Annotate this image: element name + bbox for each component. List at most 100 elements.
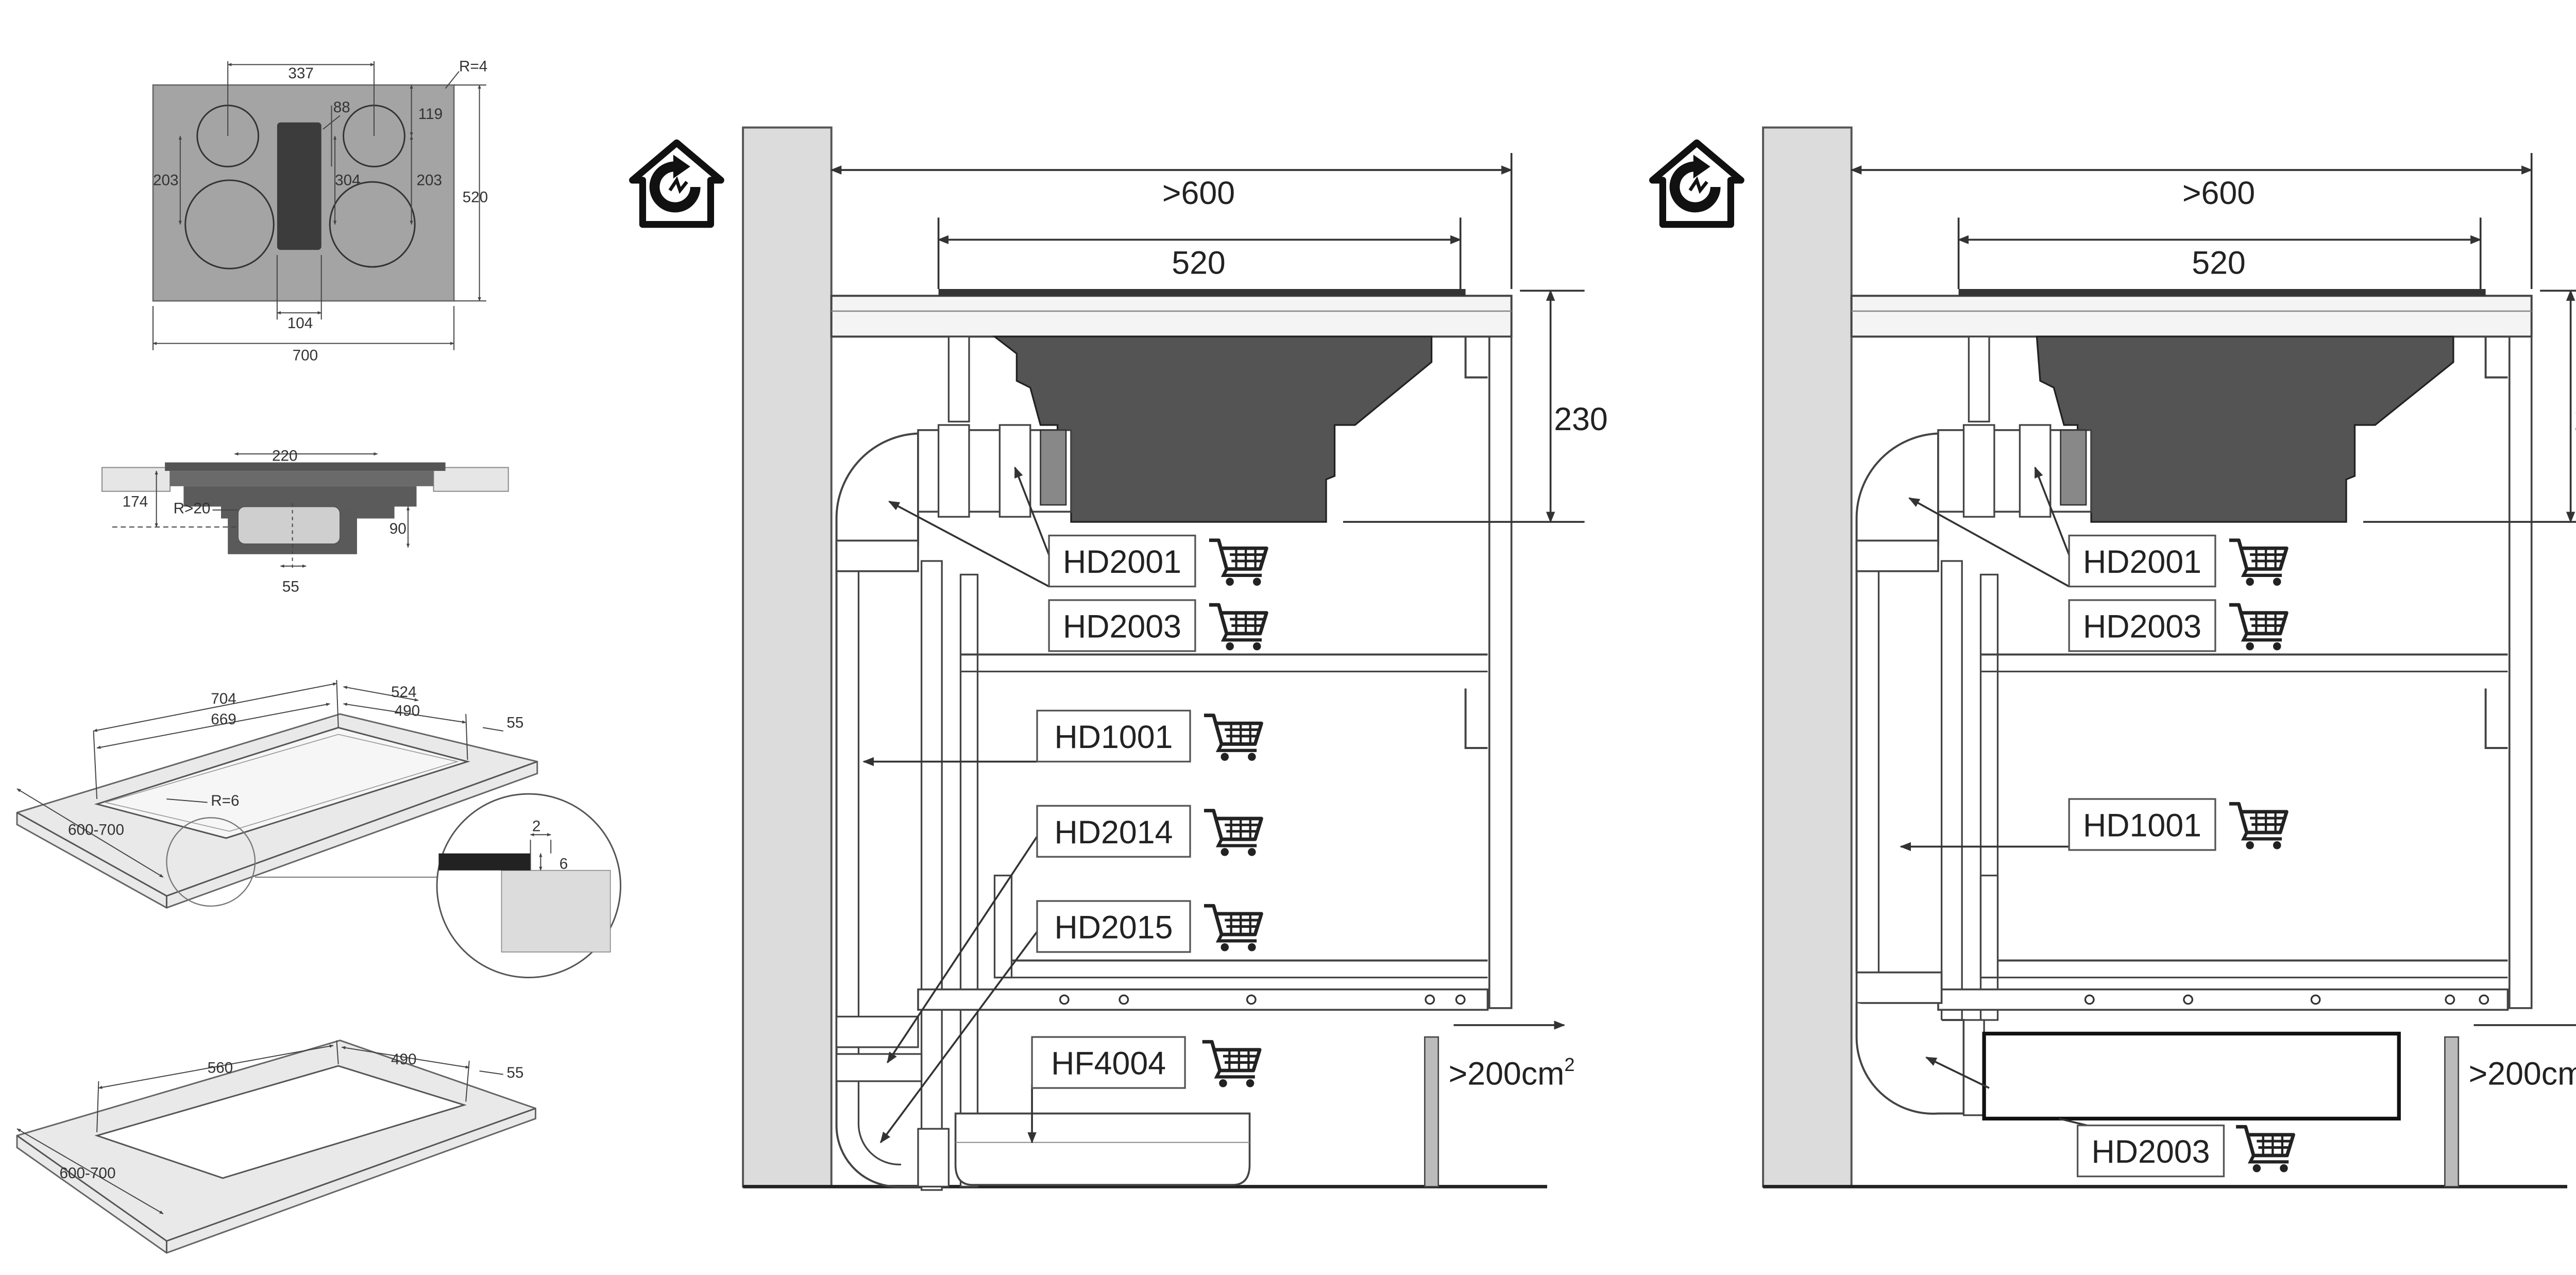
- dim-90: 90: [389, 520, 406, 537]
- worktop-right: [433, 467, 509, 492]
- hob-side-section: 220 174 R>20 90 55: [101, 447, 509, 595]
- dim-700: 700: [293, 347, 318, 364]
- dim-203-left: 203: [153, 172, 179, 189]
- dim-vent-area: >200cm2: [2469, 1054, 2576, 1092]
- dim-r4: R=4: [459, 58, 487, 75]
- code-box-hd2014[interactable]: [1036, 805, 1191, 858]
- dim-337: 337: [288, 65, 314, 82]
- code-hd2001: HD2001: [2083, 544, 2201, 580]
- detail-marker: [166, 817, 256, 907]
- dim-55: 55: [506, 1064, 523, 1081]
- code-box-hd1001[interactable]: [1036, 709, 1191, 763]
- code-box-hf4004[interactable]: [1031, 1036, 1186, 1089]
- installation-recirculation-plinth: >600 520 230 >200cm2 HD2001 HD2003 HD100…: [633, 126, 1608, 1191]
- dim-2: 2: [532, 818, 541, 835]
- dim-104: 104: [287, 315, 313, 332]
- base-plate: [917, 988, 1489, 1011]
- plinth: [2444, 1036, 2460, 1187]
- cooking-zone: [329, 181, 416, 268]
- code-box-hd2003-filter[interactable]: [2076, 1124, 2225, 1178]
- cart-icon[interactable]: [2229, 540, 2286, 586]
- code-box-hd2001[interactable]: [1048, 534, 1196, 588]
- code-box-hd2001[interactable]: [2068, 534, 2216, 588]
- fan-duct: [238, 506, 341, 545]
- dim-88: 88: [333, 99, 350, 116]
- dim-230: 230: [1554, 401, 1608, 437]
- dim-6: 6: [560, 855, 568, 872]
- cutout-flush-mount: 704 524 669 490 55 R=6 600-700 2 6: [16, 679, 621, 978]
- cutout-opening: [94, 1065, 467, 1179]
- plinth: [1424, 1036, 1439, 1187]
- recirculation-icon: [633, 143, 721, 224]
- code-box-hd2015[interactable]: [1036, 900, 1191, 953]
- wall: [742, 126, 833, 1188]
- dim-520: 520: [463, 189, 488, 206]
- dim-600: >600: [1162, 175, 1235, 211]
- code-hd2003: HD2003: [1063, 609, 1181, 645]
- code-hd2001: HD2001: [1063, 544, 1181, 580]
- cart-icon[interactable]: [1204, 716, 1261, 761]
- flat-filter-unit: [1982, 1031, 2401, 1121]
- dim-600-700: 600-700: [68, 821, 124, 838]
- code-box-hd2003[interactable]: [2068, 599, 2216, 652]
- dim-55: 55: [506, 714, 523, 731]
- cooking-zone: [184, 179, 275, 269]
- recirculation-icon: [1653, 143, 1741, 224]
- cart-icon[interactable]: [2229, 804, 2286, 849]
- hob-body: [2036, 335, 2454, 523]
- glass-edge: [438, 853, 531, 871]
- hob-body: [992, 335, 1433, 523]
- code-hf4004: HF4004: [1051, 1046, 1166, 1082]
- cabinet-door: [1488, 335, 1513, 1009]
- dim-304: 304: [335, 172, 361, 189]
- dim-220: 220: [272, 447, 298, 464]
- dim-119: 119: [418, 106, 443, 123]
- filter-box: [954, 1112, 1251, 1186]
- base-plate: [1937, 988, 2509, 1011]
- hob-body: [170, 471, 434, 486]
- dim-r20: R>20: [174, 500, 211, 517]
- code-hd2003-filter: HD2003: [2092, 1134, 2210, 1170]
- cart-icon[interactable]: [1209, 605, 1266, 650]
- dim-55: 55: [282, 578, 299, 595]
- wall: [1762, 126, 1853, 1188]
- hob-top-view: 337 R=4 88 119 203 304 203 520 104 700: [152, 58, 488, 364]
- dim-560: 560: [208, 1059, 233, 1076]
- duct-vertical: [835, 543, 918, 1188]
- dim-490: 490: [395, 702, 420, 719]
- cart-icon[interactable]: [1204, 810, 1261, 856]
- dim-230: 230: [2574, 401, 2576, 437]
- dim-704: 704: [211, 690, 236, 707]
- cutout-standard-mount: 560 490 55 600-700: [16, 1040, 536, 1254]
- extractor-grille: [277, 122, 321, 250]
- dim-r6: R=6: [211, 792, 239, 809]
- cart-icon[interactable]: [1209, 540, 1266, 586]
- cart-icon[interactable]: [2236, 1127, 2293, 1172]
- dim-669: 669: [211, 711, 236, 728]
- hob-glass: [938, 289, 1466, 296]
- code-hd2014: HD2014: [1055, 814, 1173, 851]
- cart-icon[interactable]: [1202, 1042, 1260, 1087]
- glass-top: [165, 462, 446, 471]
- dim-520: 520: [1172, 245, 1226, 281]
- cart-icon[interactable]: [1204, 906, 1261, 951]
- dim-524: 524: [391, 684, 417, 701]
- code-box-hd1001[interactable]: [2068, 798, 2216, 851]
- dim-203-right: 203: [417, 172, 443, 189]
- worktop: [1850, 295, 2533, 338]
- cart-icon[interactable]: [2229, 605, 2286, 650]
- dim-490: 490: [391, 1051, 417, 1068]
- code-hd2015: HD2015: [1055, 910, 1173, 946]
- dim-600-700: 600-700: [60, 1165, 116, 1182]
- dim-174: 174: [123, 493, 148, 510]
- dim-vent-area: >200cm2: [1449, 1054, 1575, 1092]
- code-hd1001: HD1001: [1055, 719, 1173, 755]
- hob-glass: [1958, 289, 2486, 296]
- code-hd1001: HD1001: [2083, 808, 2201, 844]
- worktop: [830, 295, 1513, 338]
- code-hd2003: HD2003: [2083, 609, 2201, 645]
- installation-recirculation-cabinet: >600 520 230 >200cm2 HD2001 HD2003 HD100…: [1653, 126, 2576, 1188]
- cabinet-door: [2508, 335, 2533, 1009]
- code-box-hd2003[interactable]: [1048, 599, 1196, 652]
